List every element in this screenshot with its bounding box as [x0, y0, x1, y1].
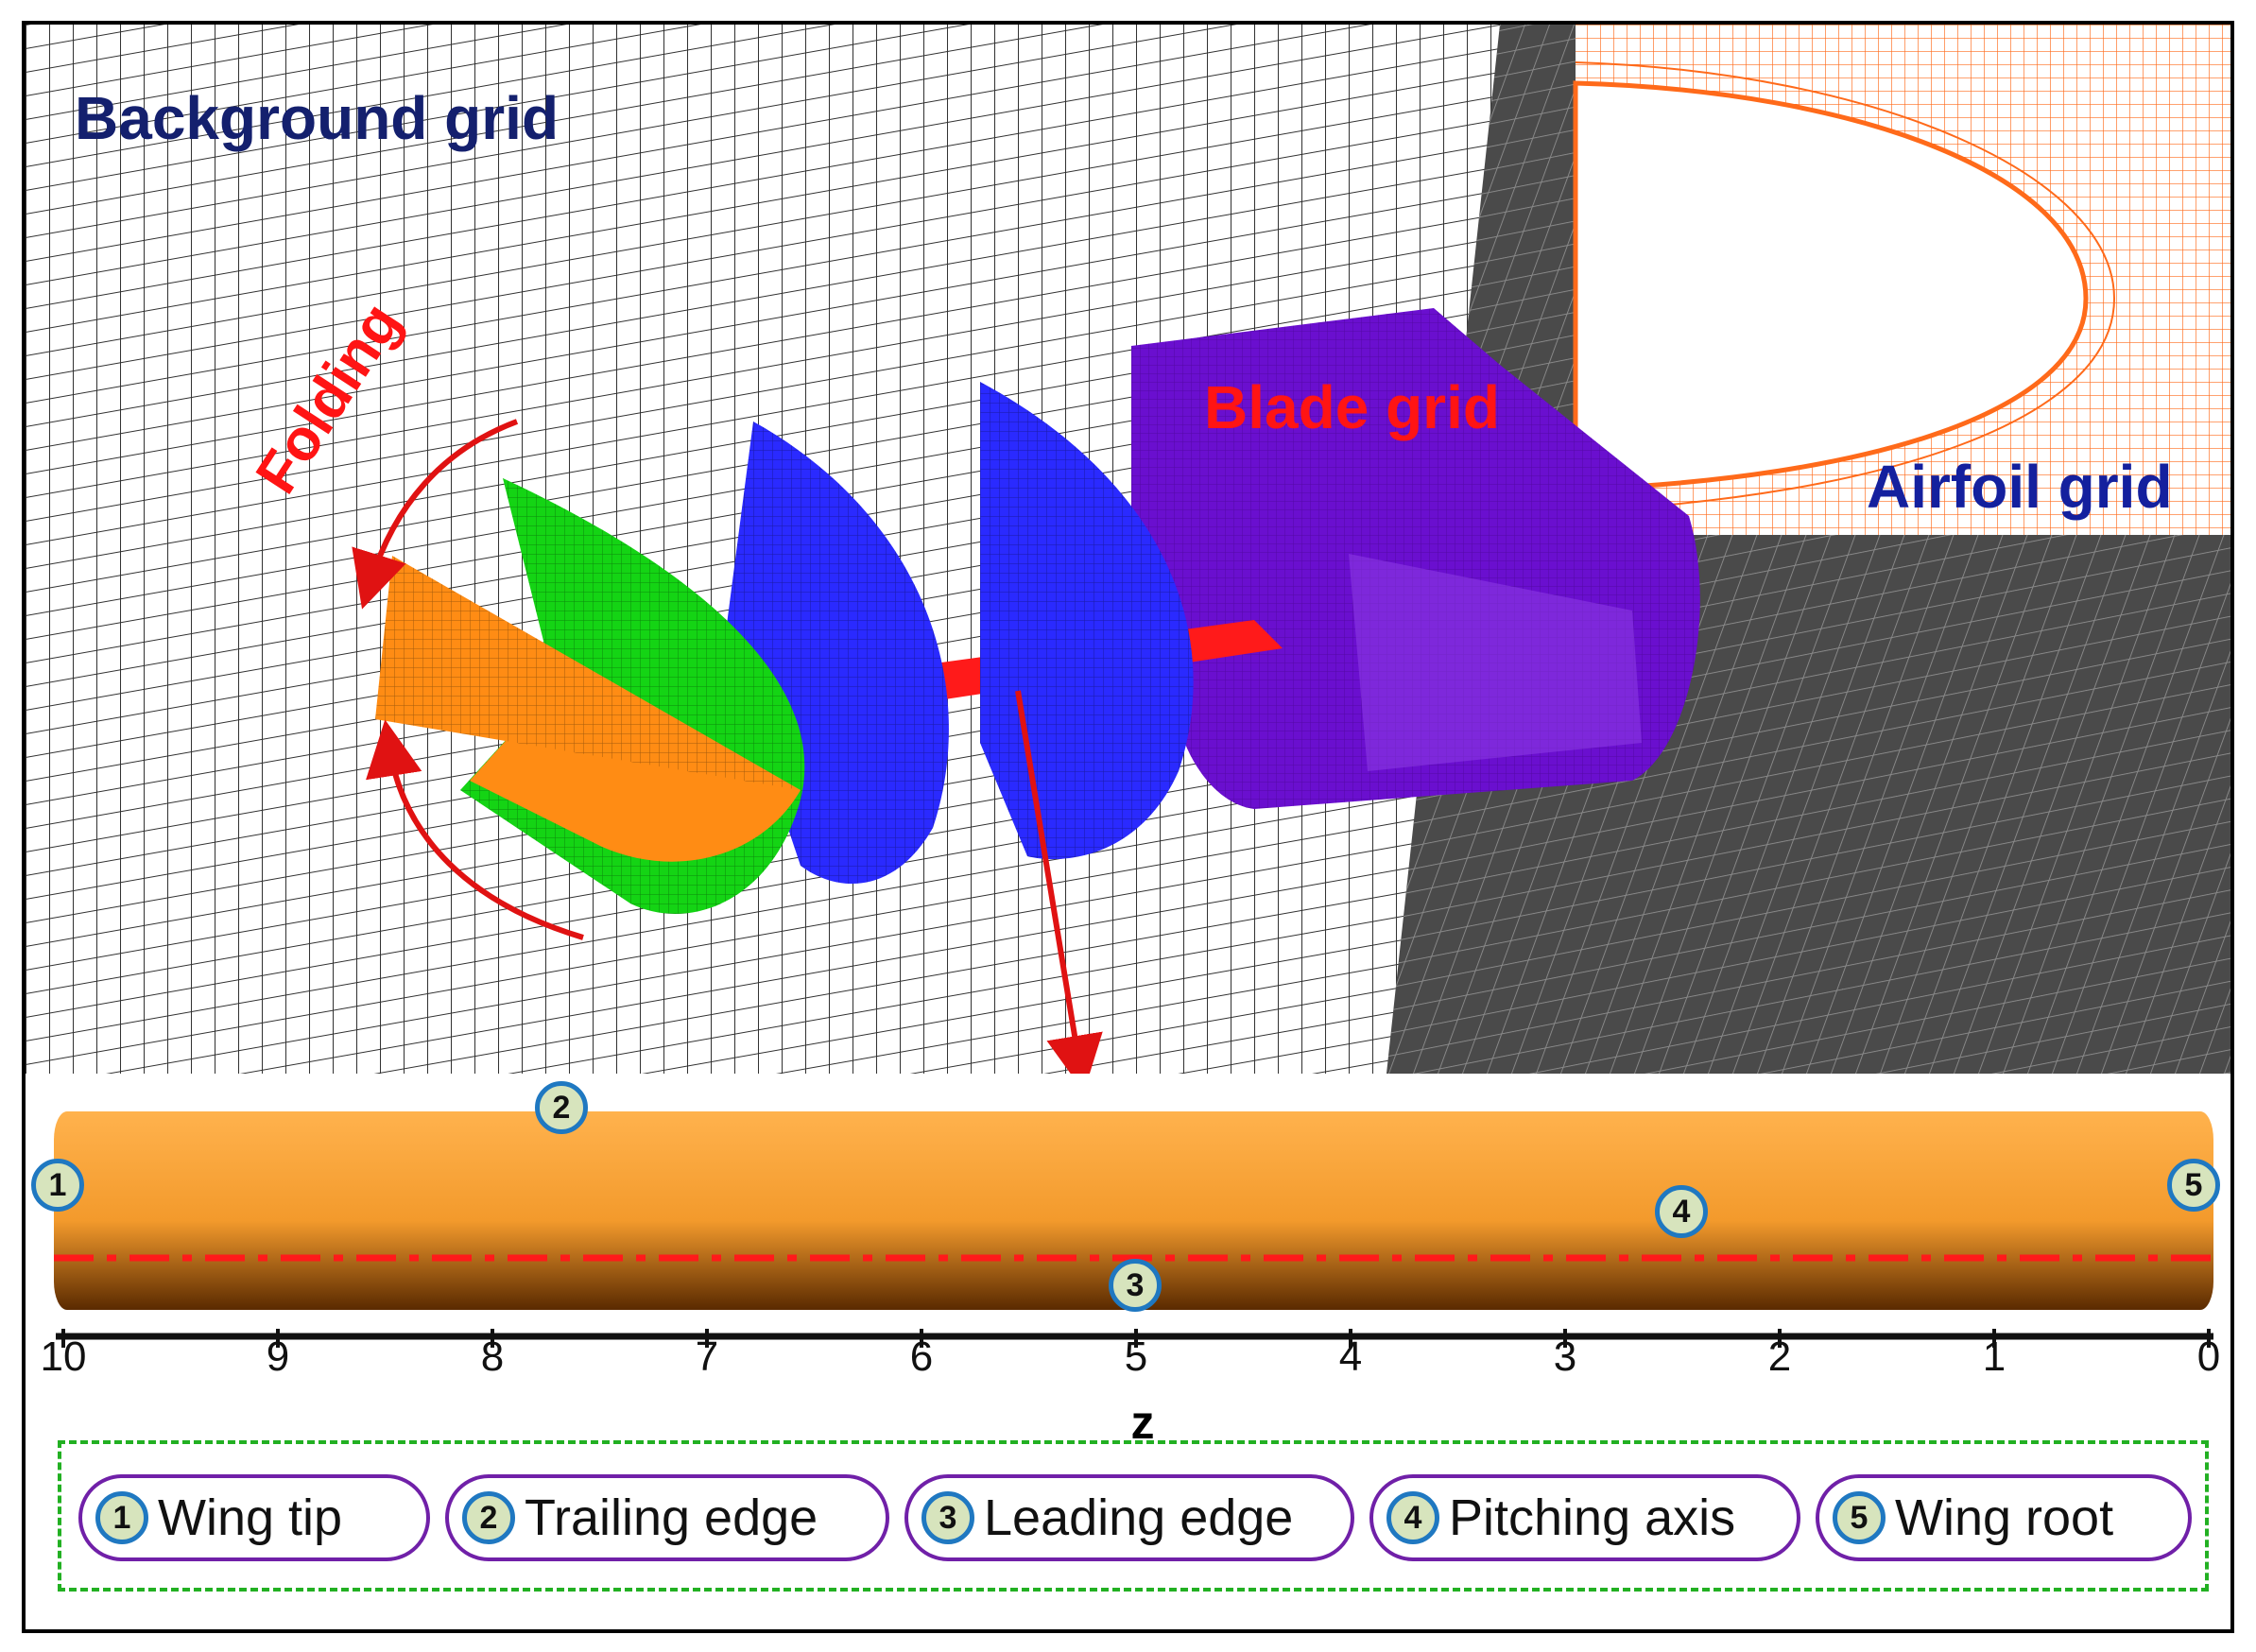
legend-item-wing-root: 5 Wing root	[1816, 1474, 2192, 1561]
z-axis-tick-label: 10	[40, 1334, 87, 1380]
grid-scene	[26, 25, 2230, 1074]
legend-text: Wing tip	[158, 1489, 343, 1546]
marker-wing-tip: 1	[31, 1159, 84, 1212]
legend-item-leading-edge: 3 Leading edge	[904, 1474, 1354, 1561]
z-axis-tick-label: 3	[1553, 1334, 1577, 1380]
legend-item-wing-tip: 1 Wing tip	[78, 1474, 430, 1561]
marker-wing-root: 5	[2167, 1159, 2220, 1212]
legend-text: Pitching axis	[1449, 1489, 1736, 1546]
legend-text: Wing root	[1895, 1489, 2114, 1546]
z-axis-tick-label: 2	[1767, 1334, 1792, 1380]
legend-marker: 4	[1386, 1491, 1439, 1544]
z-axis-tick-label: 6	[909, 1334, 934, 1380]
background-grid-label: Background grid	[75, 84, 560, 152]
z-axis-tick-label: 5	[1124, 1334, 1148, 1380]
blade-grid-block	[1131, 308, 1700, 809]
legend-marker: 5	[1833, 1491, 1886, 1544]
blue-section-near	[980, 382, 1194, 860]
z-axis-tick-label: 9	[266, 1334, 290, 1380]
legend-text: Leading edge	[984, 1489, 1294, 1546]
airfoil-grid-label: Airfoil grid	[1867, 453, 2173, 521]
legend-text: Trailing edge	[525, 1489, 818, 1546]
legend-marker: 2	[462, 1491, 515, 1544]
figure-frame: Background grid Blade grid Airfoil grid …	[22, 21, 2234, 1633]
marker-pitching-axis: 4	[1655, 1185, 1708, 1238]
z-axis-tick-label: 4	[1338, 1334, 1363, 1380]
folding-arrow-lower	[366, 719, 584, 940]
blade-grid-label: Blade grid	[1204, 373, 1500, 441]
z-axis-tick-label: 8	[480, 1334, 505, 1380]
z-axis-tick-label: 7	[695, 1334, 719, 1380]
folding-arrow-upper	[352, 419, 519, 610]
legend-marker: 1	[95, 1491, 148, 1544]
airfoil-grid-inset	[1573, 25, 2230, 535]
z-axis-tick-label: 0	[2196, 1334, 2221, 1380]
legend-item-trailing-edge: 2 Trailing edge	[445, 1474, 889, 1561]
pointer-arrow	[1015, 690, 1103, 1074]
z-axis-label: z	[1130, 1396, 1155, 1449]
legend-box: 1 Wing tip 2 Trailing edge 3 Leading edg…	[58, 1440, 2209, 1592]
orange-folding-section	[375, 556, 801, 862]
marker-trailing-edge: 2	[535, 1081, 588, 1134]
z-axis-tick-label: 1	[1982, 1334, 2006, 1380]
wing-profile	[54, 1111, 2213, 1348]
marker-leading-edge: 3	[1109, 1259, 1162, 1312]
legend-marker: 3	[921, 1491, 974, 1544]
z-axis-ticks	[61, 1329, 2211, 1348]
legend-item-pitching-axis: 4 Pitching axis	[1369, 1474, 1800, 1561]
